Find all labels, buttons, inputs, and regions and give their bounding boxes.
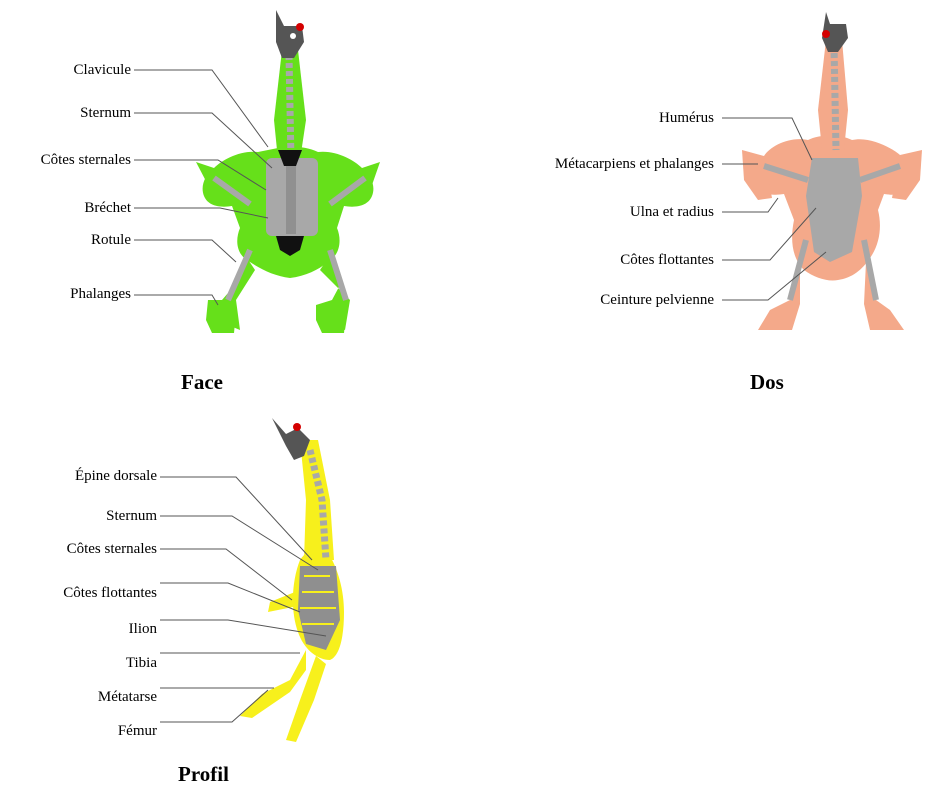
face-label-rotule: Rotule (91, 232, 131, 248)
dos-label-cotes-flottantes: Côtes flottantes (620, 252, 714, 268)
face-eye (290, 33, 296, 39)
profil-label-cotes-flottantes: Côtes flottantes (63, 585, 157, 601)
profil-label-sternum: Sternum (106, 508, 157, 524)
face-keel-shape (286, 160, 296, 234)
profil-leg-1 (240, 650, 306, 718)
profil-label-tibia: Tibia (126, 655, 157, 671)
profil-bird (160, 418, 344, 742)
dos-label-ceinture-pelvienne: Ceinture pelvienne (600, 292, 714, 308)
face-label-cotes-sternales: Côtes sternales (41, 152, 131, 168)
dos-comb (822, 30, 830, 38)
dos-label-humerus: Humérus (659, 110, 714, 126)
dos-label-ulna-radius: Ulna et radius (630, 204, 714, 220)
profil-label-cotes-sternales: Côtes sternales (67, 541, 157, 557)
dos-label-metacarpiens: Métacarpiens et phalanges (555, 156, 714, 172)
face-caption: Face (181, 370, 223, 395)
face-comb (296, 23, 304, 31)
profil-label-epine-dorsale: Épine dorsale (75, 468, 157, 484)
profil-caption: Profil (178, 762, 229, 787)
profil-label-femur: Fémur (118, 723, 157, 739)
face-head-shape (276, 10, 304, 58)
face-label-sternum: Sternum (80, 105, 131, 121)
profil-label-ilion: Ilion (129, 621, 157, 637)
face-bird (134, 10, 380, 333)
profil-comb (293, 423, 301, 431)
dos-caption: Dos (750, 370, 784, 395)
face-label-brechet: Bréchet (84, 200, 131, 216)
dos-bird (722, 12, 922, 330)
profil-neck-shape (300, 440, 334, 560)
face-label-phalanges: Phalanges (70, 286, 131, 302)
profil-head-shape (272, 418, 310, 460)
profil-label-metatarse: Métatarse (98, 689, 157, 705)
face-label-clavicule: Clavicule (74, 62, 131, 78)
